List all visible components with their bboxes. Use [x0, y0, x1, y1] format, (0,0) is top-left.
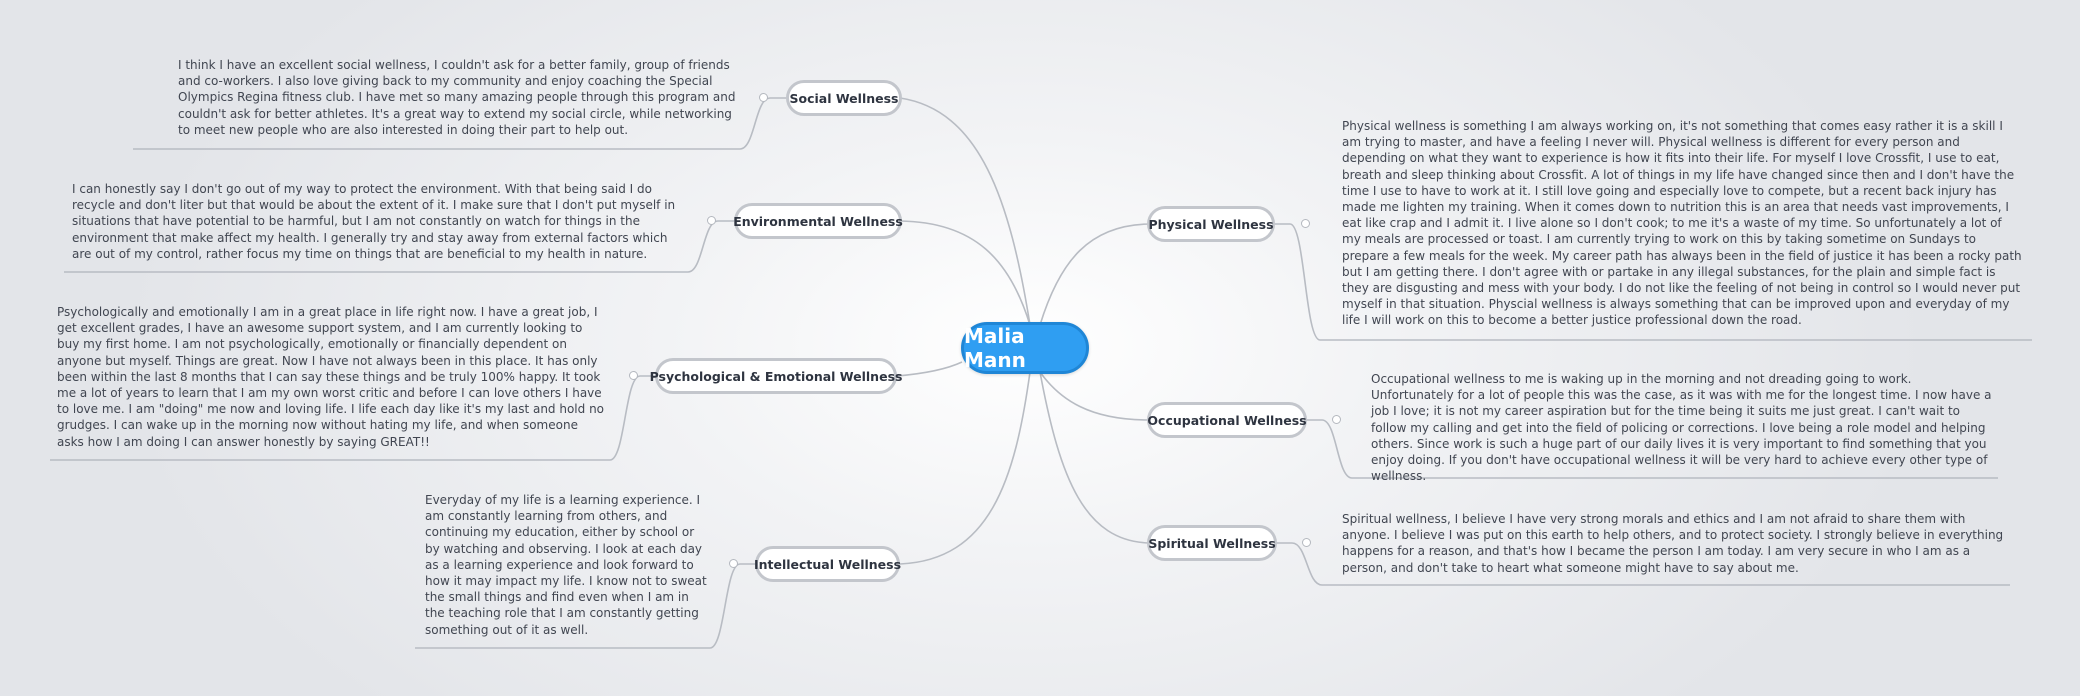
occupational-connector-dot: [1332, 415, 1341, 424]
topic-occupational-wellness[interactable]: Occupational Wellness: [1147, 402, 1307, 438]
note-physical-wellness: Physical wellness is something I am alwa…: [1342, 119, 2022, 328]
connector-occupational: [1039, 371, 1150, 421]
note-environmental-wellness: I can honestly say I don't go out of my …: [72, 182, 676, 261]
spiritual-connector-dot: [1302, 538, 1311, 547]
topic-psychological-emotional-wellness[interactable]: Psychological & Emotional Wellness: [650, 358, 902, 394]
central-topic[interactable]: Malia Mann: [961, 322, 1089, 374]
environmental-connector-dot: [707, 216, 716, 225]
topic-social-wellness[interactable]: Social Wellness: [786, 80, 902, 116]
intellectual-connector-dot: [729, 559, 738, 568]
note-social-wellness: I think I have an excellent social welln…: [178, 58, 736, 137]
note-line-intellectual: [415, 563, 755, 649]
psychological-connector-dot: [629, 371, 638, 380]
topic-intellectual-wellness[interactable]: Intellectual Wellness: [754, 546, 901, 582]
social-connector-dot: [759, 93, 768, 102]
connector-social: [899, 97, 1031, 326]
topic-environmental-wellness[interactable]: Environmental Wellness: [733, 203, 903, 239]
note-line-physical: [1275, 223, 2032, 341]
connector-intellectual: [899, 371, 1031, 565]
note-psychological-emotional-wellness: Psychologically and emotionally I am in …: [57, 305, 605, 449]
note-line-environmental: [64, 220, 734, 273]
topic-spiritual-wellness[interactable]: Spiritual Wellness: [1147, 525, 1277, 561]
note-spiritual-wellness: Spiritual wellness, I believe I have ver…: [1342, 512, 2004, 575]
note-line-occupational: [1307, 419, 1998, 479]
topic-physical-wellness[interactable]: Physical Wellness: [1147, 206, 1275, 242]
connector-physical: [1039, 223, 1150, 326]
note-line-spiritual: [1276, 542, 2010, 586]
connector-spiritual: [1039, 371, 1150, 544]
connector-psychological: [896, 361, 963, 377]
note-line-psychological: [50, 375, 655, 461]
physical-connector-dot: [1301, 219, 1310, 228]
connector-environmental: [899, 220, 1031, 326]
note-intellectual-wellness: Everyday of my life is a learning experi…: [425, 493, 707, 637]
note-line-social: [133, 97, 786, 150]
note-occupational-wellness: Occupational wellness to me is waking up…: [1371, 372, 1992, 484]
